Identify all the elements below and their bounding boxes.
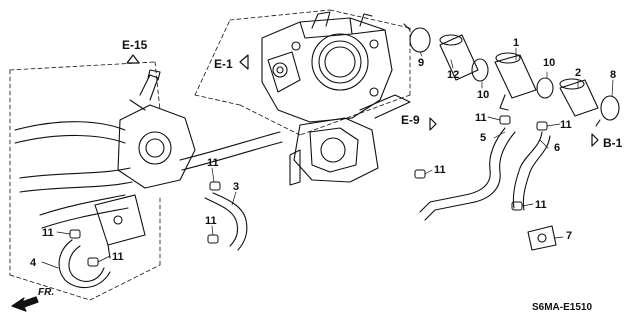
ref-arrow-e1 bbox=[239, 54, 249, 70]
ref-label-e1: E-1 bbox=[214, 57, 233, 71]
hose-3 bbox=[204, 192, 248, 251]
callout-3: 3 bbox=[233, 181, 240, 193]
callout-11: 11 bbox=[207, 157, 219, 169]
callout-11: 11 bbox=[535, 199, 547, 211]
callout-11: 11 bbox=[560, 119, 572, 131]
callout-8: 8 bbox=[610, 69, 617, 81]
mounting-bracket bbox=[94, 194, 146, 259]
ref-arrow-e9 bbox=[429, 117, 437, 131]
ref-arrow-e15 bbox=[126, 54, 140, 64]
callout-6: 6 bbox=[554, 142, 561, 154]
throttle-body bbox=[261, 11, 393, 123]
water-hose-2 bbox=[559, 78, 599, 117]
callout-2: 2 bbox=[575, 67, 582, 79]
hose-4 bbox=[58, 239, 111, 289]
callout-10-left: 10 bbox=[477, 89, 490, 101]
water-outlet-housing bbox=[117, 69, 196, 189]
clip-7 bbox=[527, 225, 557, 251]
callout-7: 7 bbox=[566, 230, 573, 242]
hose-6 bbox=[512, 131, 551, 211]
ref-label-e15: E-15 bbox=[122, 38, 148, 52]
callout-11: 11 bbox=[205, 215, 217, 227]
o-ring-10-right bbox=[536, 77, 554, 99]
ref-label-e9: E-9 bbox=[401, 113, 420, 127]
callout-1: 1 bbox=[513, 37, 520, 49]
assembly-dashed-boundary bbox=[9, 9, 411, 301]
callout-12: 12 bbox=[447, 69, 460, 81]
hose-clamp-9 bbox=[403, 23, 431, 53]
callout-5: 5 bbox=[480, 132, 487, 144]
callout-11: 11 bbox=[112, 251, 124, 263]
water-hose-12 bbox=[439, 34, 479, 81]
o-ring-10-left bbox=[471, 58, 489, 82]
hose-clamp-8 bbox=[595, 95, 620, 127]
water-passage-1 bbox=[494, 52, 537, 111]
ref-label-b1: B-1 bbox=[603, 136, 623, 150]
hose-5 bbox=[419, 127, 516, 221]
coolant-pipes bbox=[14, 121, 283, 229]
callout-9: 9 bbox=[418, 57, 425, 69]
callout-4: 4 bbox=[30, 257, 37, 269]
diagram-code: S6MA-E1510 bbox=[532, 302, 593, 313]
idle-air-control-valve bbox=[289, 94, 411, 186]
callout-11: 11 bbox=[475, 112, 487, 124]
leader-lines bbox=[41, 47, 614, 269]
callout-11: 11 bbox=[434, 164, 446, 176]
front-direction-arrow bbox=[11, 296, 39, 312]
front-direction-label: FR. bbox=[38, 287, 55, 298]
callout-10-right: 10 bbox=[543, 57, 556, 69]
ref-arrow-b1 bbox=[591, 133, 599, 147]
callout-11: 11 bbox=[42, 227, 54, 239]
